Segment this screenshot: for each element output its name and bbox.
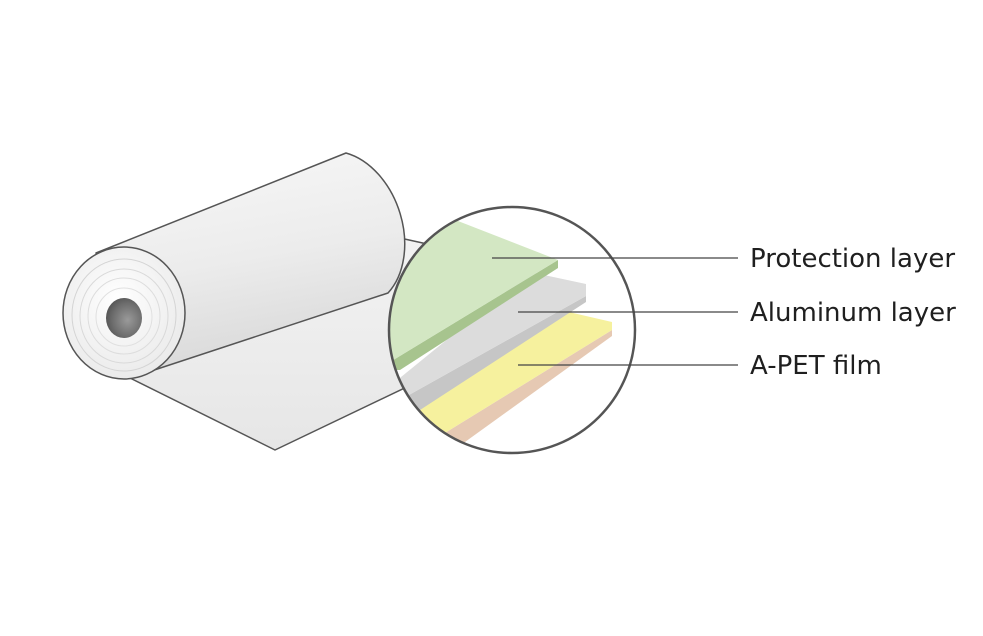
label-protection-layer: Protection layer (750, 244, 955, 274)
protection-edge (390, 260, 558, 370)
apet-edge (440, 330, 612, 453)
protection-layer (389, 214, 558, 362)
magnifier-lens (387, 205, 637, 455)
label-apet-film: A-PET film (750, 351, 882, 381)
aluminum-edge (400, 296, 586, 410)
roll-end (62, 246, 186, 380)
label-aluminum-layer: Aluminum layer (750, 298, 956, 328)
aluminum-layer (390, 272, 586, 400)
apet-film-layer (400, 310, 612, 436)
roll-core (106, 298, 142, 338)
